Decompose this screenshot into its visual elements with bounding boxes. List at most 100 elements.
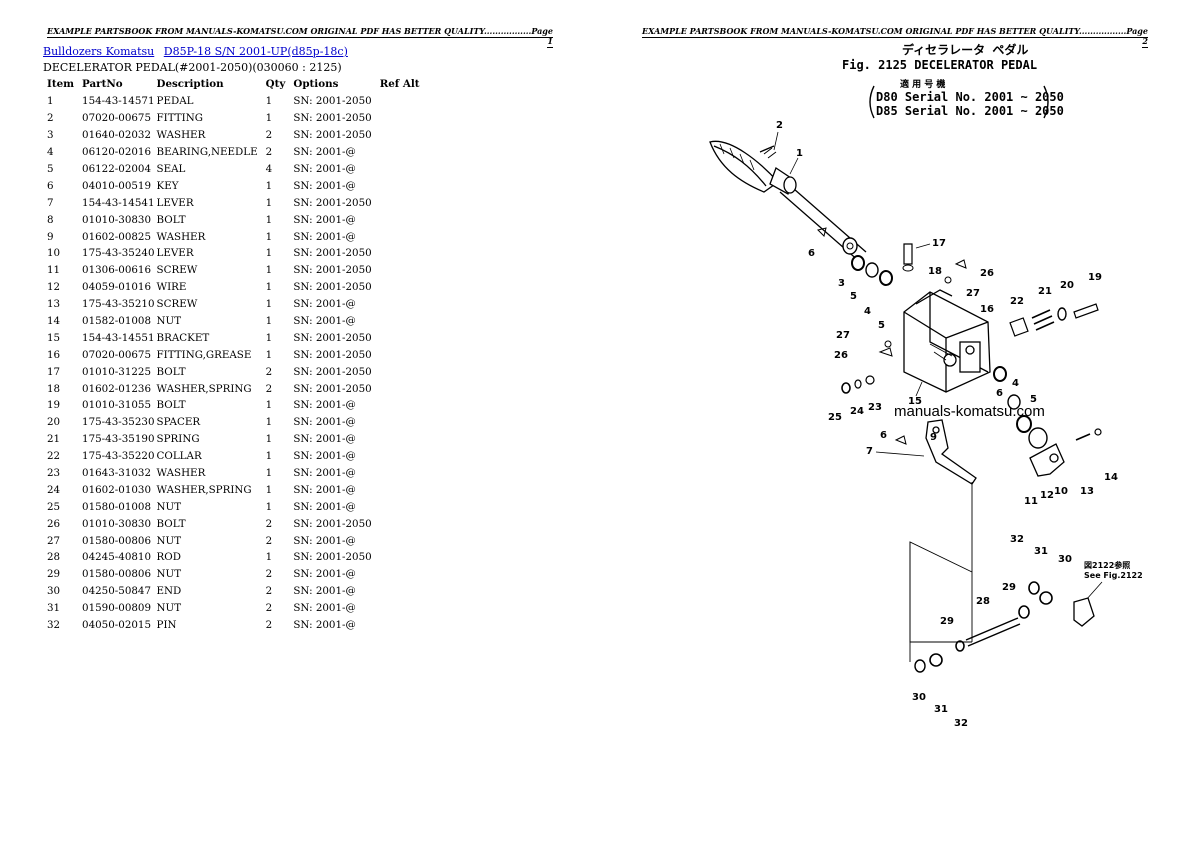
- col-header-item: Item: [47, 78, 75, 90]
- left-paren: [869, 85, 875, 119]
- cell-partno: 01580-01008: [82, 500, 152, 513]
- cell-partno: 154-43-14571: [82, 95, 155, 108]
- callout-29-bottom: 29: [940, 616, 954, 627]
- cell-qty: 1: [265, 315, 273, 328]
- cell-description: WASHER: [156, 467, 206, 480]
- cell-item: 20: [47, 416, 61, 429]
- cell-partno: 01306-00616: [82, 264, 152, 277]
- cell-description: BRACKET: [156, 331, 210, 344]
- cell-partno: 01602-01030: [82, 483, 152, 496]
- cell-description: BOLT: [156, 365, 186, 378]
- callout-23: 23: [868, 402, 882, 413]
- cell-description: NUT: [156, 534, 182, 547]
- cell-qty: 2: [265, 534, 273, 547]
- cell-qty: 1: [265, 112, 273, 125]
- cell-description: WASHER,SPRING: [156, 382, 252, 395]
- cell-options: SN: 2001-@: [293, 298, 356, 311]
- diagram-figure-title: Fig. 2125 DECELERATOR PEDAL: [842, 58, 1037, 72]
- parts-table-header-row: Item PartNo Description Qty Options Ref …: [43, 77, 424, 93]
- callout-32-top: 32: [1010, 534, 1024, 545]
- cell-options: SN: 2001-@: [293, 179, 356, 192]
- cell-item: 14: [47, 315, 61, 328]
- cell-description: BEARING,NEEDLE: [156, 146, 258, 159]
- cell-description: ROD: [156, 551, 181, 564]
- page-2-header: EXAMPLE PARTSBOOK FROM MANUALS-KOMATSU.C…: [638, 26, 1148, 48]
- cell-qty: 1: [265, 298, 273, 311]
- page-2-header-text: EXAMPLE PARTSBOOK FROM MANUALS-KOMATSU.C…: [642, 26, 1148, 48]
- cell-qty: 1: [265, 483, 273, 496]
- cell-qty: 2: [265, 129, 273, 142]
- page-1-header-text: EXAMPLE PARTSBOOK FROM MANUALS-KOMATSU.C…: [47, 26, 553, 48]
- callout-10: 10: [1054, 486, 1068, 497]
- cell-ref-alt: [376, 465, 424, 482]
- page-1-header: EXAMPLE PARTSBOOK FROM MANUALS-KOMATSU.C…: [40, 26, 553, 48]
- callout-26-top: 26: [980, 268, 994, 279]
- callout-24: 24: [850, 406, 864, 417]
- callout-1: 1: [796, 148, 803, 159]
- diagram-jp-serial-label: 適 用 号 機: [900, 78, 945, 90]
- cell-qty: 1: [265, 416, 273, 429]
- cell-options: SN: 2001-@: [293, 213, 356, 226]
- cell-item: 2: [47, 112, 54, 125]
- cell-item: 9: [47, 230, 54, 243]
- right-paren: [1043, 85, 1049, 119]
- callout-25: 25: [828, 412, 842, 423]
- cell-qty: 2: [265, 382, 273, 395]
- cell-description: PEDAL: [156, 95, 194, 108]
- cell-item: 31: [47, 602, 61, 615]
- callout-31-top: 31: [1034, 546, 1048, 557]
- pedal-drawing: [709, 140, 867, 263]
- cell-description: WASHER: [156, 230, 206, 243]
- callout-7: 7: [866, 446, 873, 457]
- cell-ref-alt: [376, 397, 424, 414]
- cell-options: SN: 2001-2050: [293, 129, 372, 142]
- callout-13: 13: [1080, 486, 1094, 497]
- cell-qty: 2: [265, 365, 273, 378]
- cell-qty: 1: [265, 467, 273, 480]
- cell-description: LEVER: [156, 247, 194, 260]
- cell-ref-alt: [376, 279, 424, 296]
- cell-partno: 04245-40810: [82, 551, 152, 564]
- cell-item: 7: [47, 196, 54, 209]
- cell-qty: 1: [265, 95, 273, 108]
- cell-options: SN: 2001-@: [293, 500, 356, 513]
- callout-12: 12: [1040, 490, 1054, 501]
- cell-item: 8: [47, 213, 54, 226]
- cell-description: SPRING: [156, 433, 200, 446]
- diagram-serial-d85: D85 Serial No. 2001 ~ 2050: [876, 104, 1064, 118]
- cell-partno: 01602-00825: [82, 230, 152, 243]
- cell-ref-alt: [376, 313, 424, 330]
- cell-qty: 1: [265, 331, 273, 344]
- cell-ref-alt: [376, 228, 424, 245]
- cell-description: BOLT: [156, 399, 186, 412]
- cell-partno: 04010-00519: [82, 179, 152, 192]
- cell-qty: 1: [265, 196, 273, 209]
- callout-17: 17: [932, 238, 946, 249]
- cell-qty: 1: [265, 348, 273, 361]
- breadcrumb-link-bulldozers[interactable]: Bulldozers Komatsu: [43, 45, 155, 58]
- breadcrumb-link-model[interactable]: D85P-18 S/N 2001-UP(d85p-18c): [163, 45, 348, 58]
- cell-options: SN: 2001-@: [293, 230, 356, 243]
- cell-item: 24: [47, 483, 61, 496]
- callout-20: 20: [1060, 280, 1074, 291]
- cell-ref-alt: [376, 194, 424, 211]
- cell-options: SN: 2001-2050: [293, 196, 372, 209]
- cell-item: 29: [47, 568, 61, 581]
- callout-27-top: 27: [966, 288, 980, 299]
- cell-qty: 2: [265, 602, 273, 615]
- cell-options: SN: 2001-2050: [293, 517, 372, 530]
- cell-options: SN: 2001-@: [293, 416, 356, 429]
- cell-partno: 01590-00809: [82, 602, 152, 615]
